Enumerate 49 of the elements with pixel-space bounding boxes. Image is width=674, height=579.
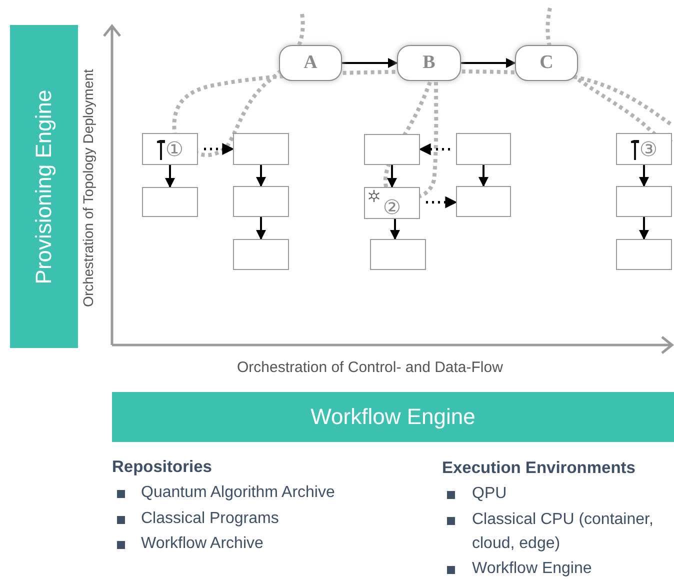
axis-label: Orchestration of Control- and Data-Flow — [237, 359, 503, 376]
arrow — [390, 219, 400, 240]
step-node — [279, 45, 342, 81]
process-box — [370, 239, 426, 270]
step-number: ① — [166, 139, 184, 159]
process-box — [233, 239, 289, 270]
step-number: ③ — [640, 139, 658, 159]
arrow — [342, 58, 398, 68]
dotted-arrow — [426, 196, 458, 208]
arrow — [256, 217, 266, 240]
axis-label: Orchestration of Topology Deployment — [80, 68, 96, 309]
process-box — [364, 187, 420, 219]
step-letter: C — [540, 52, 554, 74]
list-item: Workflow Archive — [141, 535, 264, 553]
engine-band — [10, 25, 78, 348]
step-letter: A — [304, 52, 318, 74]
arrow — [165, 165, 175, 188]
step-node — [515, 45, 578, 81]
process-box — [142, 133, 198, 165]
step-letter: B — [422, 52, 436, 74]
band-title: Provisioning Engine — [31, 89, 57, 284]
arrow — [256, 165, 266, 187]
list-item: Workflow Engine — [472, 560, 592, 578]
process-box — [456, 133, 511, 165]
band-title: Workflow Engine — [310, 404, 476, 430]
engine-band — [112, 392, 674, 442]
process-box — [364, 134, 420, 165]
process-box — [233, 186, 289, 217]
process-box — [233, 133, 289, 165]
arrow — [461, 58, 516, 68]
list-item: QPU — [472, 485, 507, 503]
arrow — [478, 165, 488, 187]
step-node — [397, 45, 461, 81]
process-box — [142, 187, 198, 217]
step-number: ② — [383, 197, 401, 217]
list-item: Classical Programs — [141, 510, 279, 528]
arrow — [639, 165, 649, 187]
process-box — [616, 239, 672, 270]
arrow — [387, 165, 397, 188]
list-item: Quantum Algorithm Archive — [141, 484, 335, 502]
dotted-arrow — [204, 143, 234, 155]
arrow — [639, 217, 649, 240]
process-box — [616, 133, 672, 165]
list-heading: Execution Environments — [442, 459, 636, 478]
dotted-arrow — [418, 143, 450, 156]
process-box — [456, 186, 511, 217]
process-box — [616, 186, 672, 217]
list-heading: Repositories — [112, 458, 212, 477]
list-item: Classical CPU (container, cloud, edge) — [472, 510, 654, 554]
